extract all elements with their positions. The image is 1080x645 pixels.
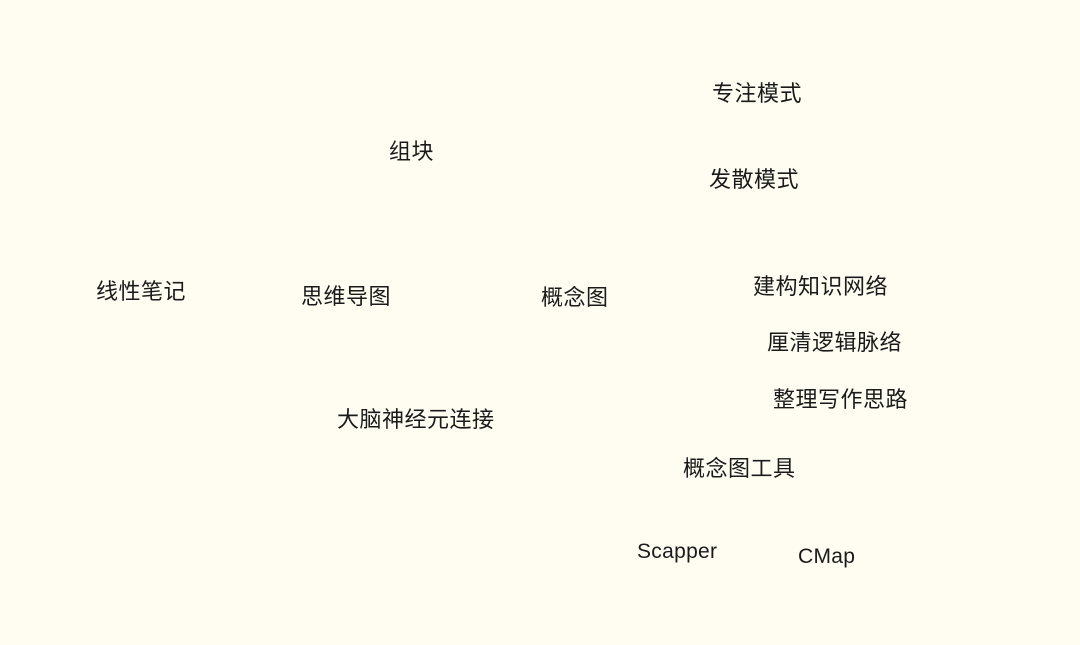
node-concept-map-tools: 概念图工具 (683, 457, 796, 482)
node-diffuse-mode: 发散模式 (709, 168, 800, 193)
node-clarify-logic: 厘清逻辑脉络 (767, 331, 903, 356)
node-organize-writing: 整理写作思路 (773, 388, 909, 413)
node-concept-map: 概念图 (541, 286, 609, 311)
node-build-knowledge-network: 建构知识网络 (753, 275, 889, 300)
node-focus-mode: 专注模式 (712, 82, 803, 107)
node-mind-map: 思维导图 (301, 285, 392, 310)
node-brain-neuron-connection: 大脑神经元连接 (337, 408, 495, 433)
node-scapper: Scapper (637, 540, 718, 563)
node-chunking: 组块 (389, 140, 435, 165)
node-linear-notes: 线性笔记 (96, 280, 187, 305)
node-cmap: CMap (798, 545, 856, 568)
